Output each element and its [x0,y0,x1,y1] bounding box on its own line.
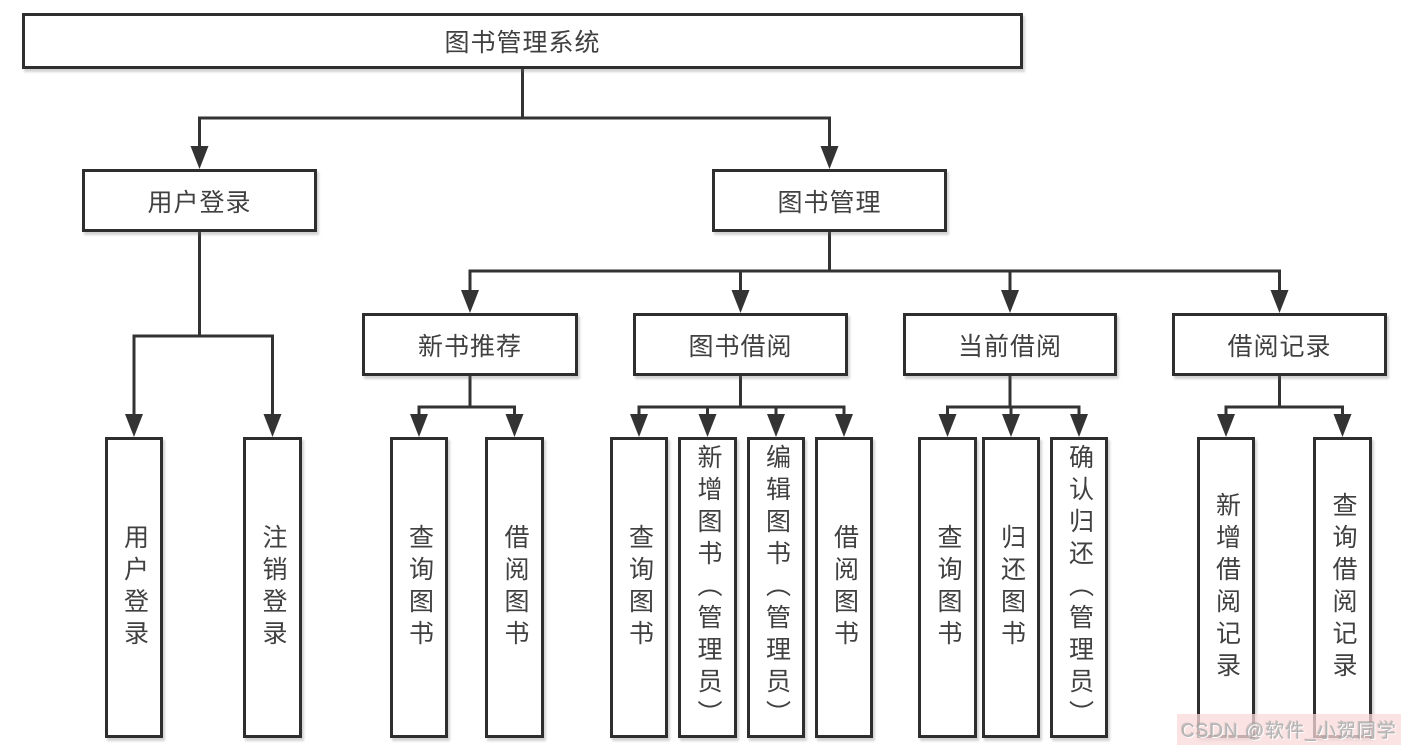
node-user-login-label: 用户登录 [147,188,252,217]
leaf-label: 查询借阅记录 [1329,491,1357,684]
leaf-query-books-1: 查询图书 [390,437,448,738]
node-book-borrowing: 图书借阅 [633,313,848,376]
leaf-label: 注销登录 [259,523,287,652]
leaf-label: 借阅图书 [501,523,529,652]
leaf-label: 用户登录 [120,523,149,652]
watermark: CSDN @软件_小贺同学 [1177,714,1401,745]
leaf-edit-books-admin: 编辑图书（管理员） [747,437,805,738]
leaf-label: 新增图书（管理员） [694,443,722,732]
leaf-add-books-admin: 新增图书（管理员） [678,437,737,738]
leaf-label: 查询图书 [405,523,434,652]
leaf-label: 编辑图书（管理员） [762,443,791,732]
leaf-label: 确认归还（管理员） [1065,443,1094,732]
node-root: 图书管理系统 [22,13,1023,69]
leaf-borrow-books-1: 借阅图书 [485,437,544,738]
leaf-query-borrow-record: 查询借阅记录 [1313,437,1372,738]
node-book-management-label: 图书管理 [777,188,882,217]
leaf-label: 新增借阅记录 [1212,491,1241,684]
leaf-query-books-3: 查询图书 [918,437,977,738]
leaf-return-books: 归还图书 [982,437,1040,738]
leaf-label: 借阅图书 [830,523,859,652]
node-book-management: 图书管理 [712,169,947,232]
node-user-login: 用户登录 [82,169,317,232]
leaf-label: 查询图书 [625,523,654,652]
leaf-logout: 注销登录 [243,437,302,738]
leaf-label: 归还图书 [997,523,1026,652]
node-book-borrowing-label: 图书借阅 [688,332,793,361]
leaf-add-borrow-record: 新增借阅记录 [1197,437,1255,738]
leaf-borrow-books-2: 借阅图书 [815,437,873,738]
leaf-confirm-return-admin: 确认归还（管理员） [1050,437,1108,738]
node-root-label: 图书管理系统 [444,29,601,57]
node-new-book-recommend-label: 新书推荐 [417,332,522,361]
node-current-borrowing-label: 当前借阅 [957,332,1062,361]
leaf-label: 查询图书 [934,523,962,652]
node-current-borrowing: 当前借阅 [903,313,1117,376]
leaf-user-login: 用户登录 [105,437,163,738]
leaf-query-books-2: 查询图书 [610,437,668,738]
node-new-book-recommend: 新书推荐 [362,313,578,376]
node-borrowing-records: 借阅记录 [1172,313,1387,376]
node-borrowing-records-label: 借阅记录 [1227,332,1332,361]
